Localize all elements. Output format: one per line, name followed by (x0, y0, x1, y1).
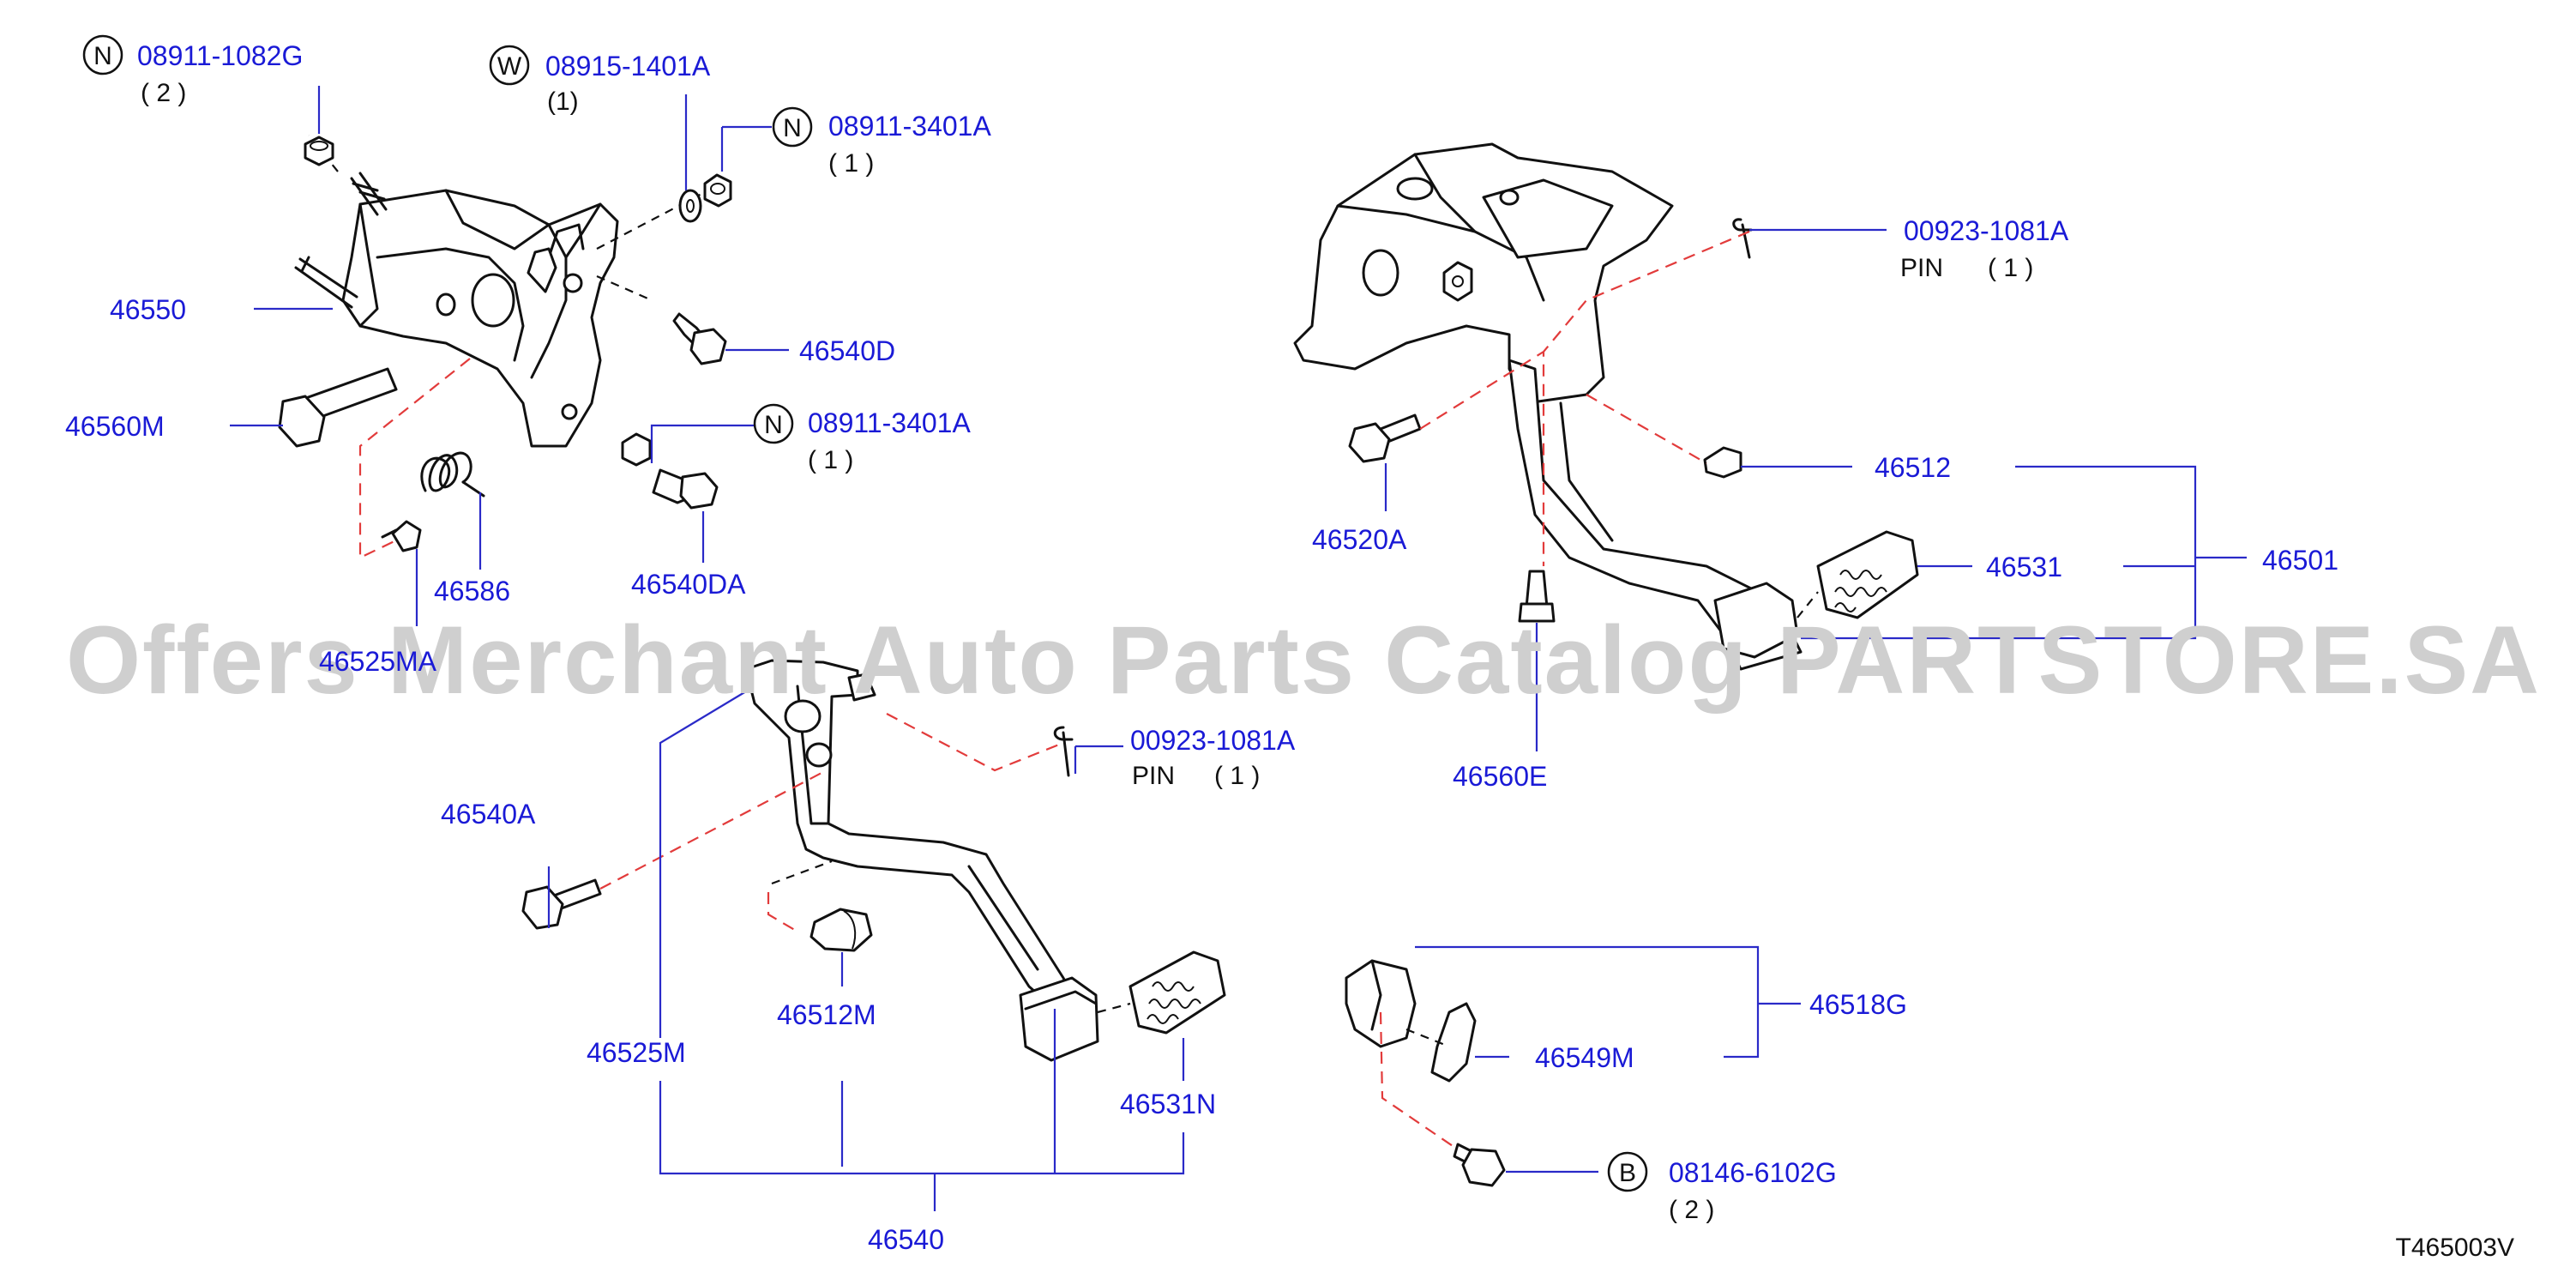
leader-lines (230, 86, 2247, 1211)
clip-46525ma (381, 520, 422, 552)
part-label-46540a[interactable]: 46540A (441, 799, 536, 830)
part-label-46512m[interactable]: 46512M (777, 999, 876, 1030)
bolt-08146-6102g (1453, 1143, 1506, 1187)
callout-n-08911-3401a-top[interactable]: N 08911-3401A ( 1 ) (772, 106, 991, 178)
quantity: (1) (547, 87, 579, 116)
part-label-46520a[interactable]: 46520A (1312, 524, 1407, 555)
part-label-46525m[interactable]: 46525M (587, 1037, 686, 1068)
diagram-code: T465003V (2396, 1234, 2514, 1262)
part-label-46540da[interactable]: 46540DA (631, 569, 746, 600)
bolt-46540a (521, 878, 602, 930)
part-label-46586[interactable]: 46586 (434, 576, 510, 606)
part-label-46540[interactable]: 46540 (868, 1224, 944, 1255)
callout-letter: W (497, 52, 522, 81)
axis-line-left (358, 358, 471, 559)
pin-label: PIN (1900, 254, 1943, 282)
part-label-46540d[interactable]: 46540D (799, 335, 895, 366)
part-number-00923-1081a[interactable]: 00923-1081A (1130, 725, 1296, 756)
bolt-46520a (1348, 413, 1422, 463)
part-label-46550[interactable]: 46550 (110, 294, 186, 325)
bolt-46560e (1518, 570, 1556, 623)
pin-label: PIN (1132, 762, 1175, 790)
stopper-46512m (810, 908, 873, 952)
part-label-46560m[interactable]: 46560M (65, 411, 165, 442)
callout-b-08146-6102g[interactable]: B 08146-6102G ( 2 ) (1607, 1151, 1837, 1224)
spring-46586 (420, 451, 485, 498)
part-label-46501[interactable]: 46501 (2262, 545, 2338, 576)
axis-line-center (599, 713, 1064, 932)
part-number-00923-1081a[interactable]: 00923-1081A (1904, 215, 2069, 246)
callout-n-08911-3401a-mid[interactable]: N 08911-3401A ( 1 ) (753, 403, 971, 474)
part-number-08911-3401a[interactable]: 08911-3401A (808, 407, 971, 438)
callout-letter: N (783, 114, 802, 142)
nut-08911-3401a-top (703, 173, 732, 208)
callout-n-08911-1082g[interactable]: N 08911-1082G ( 2 ) (82, 34, 303, 107)
part-label-46560e[interactable]: 46560E (1453, 761, 1547, 792)
part-label-46531n[interactable]: 46531N (1120, 1089, 1216, 1119)
quantity: ( 2 ) (141, 79, 186, 107)
part-number-08911-3401a[interactable]: 08911-3401A (828, 111, 991, 142)
part-label-46512[interactable]: 46512 (1875, 452, 1951, 483)
watermark: Offers Merchant Auto Parts Catalog PARTS… (66, 606, 2541, 714)
washer-08915-1401a (678, 189, 702, 223)
nut-08911-3401a-mid (621, 432, 652, 467)
bolt-46540da (652, 468, 719, 510)
callout-pin-center[interactable]: 00923-1081A PIN ( 1 ) (1130, 725, 1296, 790)
axis-line-right (1419, 230, 1750, 566)
nut-08911-1082g (304, 136, 334, 166)
pedal-pad-46531n (1097, 950, 1226, 1035)
part-number-08915-1401a[interactable]: 08915-1401A (545, 51, 711, 81)
bolt-46540d (672, 312, 727, 365)
callout-pin-right[interactable]: 00923-1081A PIN ( 1 ) (1900, 215, 2069, 282)
part-label-46549m[interactable]: 46549M (1535, 1042, 1634, 1073)
part-labels: 46550 46540D 46560M 46586 46540DA 46525M… (65, 294, 2338, 1255)
pedal-46540 (744, 659, 1099, 1062)
callout-letter: N (93, 42, 112, 70)
bolt-46560m (278, 367, 398, 448)
bracket-assembly-left (294, 135, 704, 448)
quantity: ( 1 ) (828, 149, 874, 178)
pin-right (1732, 218, 1753, 259)
callout-w-08915-1401a[interactable]: W 08915-1401A (1) (489, 45, 711, 116)
part-label-46518g[interactable]: 46518G (1809, 989, 1907, 1020)
pedal-assembly-46501 (1293, 142, 1919, 671)
part-number-08146-6102g[interactable]: 08146-6102G (1669, 1157, 1837, 1188)
pin-center (1053, 726, 1074, 777)
part-label-46525ma[interactable]: 46525MA (319, 646, 437, 677)
quantity: ( 1 ) (808, 446, 853, 474)
part-number-08911-1082g[interactable]: 08911-1082G (137, 40, 303, 71)
quantity: ( 1 ) (1214, 762, 1260, 790)
callout-letter: B (1619, 1159, 1636, 1187)
quantity: ( 1 ) (1988, 254, 2033, 282)
stopper-46512 (1703, 446, 1742, 479)
callout-letter: N (764, 411, 783, 439)
part-label-46531[interactable]: 46531 (1986, 552, 2062, 582)
switch-46518g (1345, 959, 1477, 1150)
quantity: ( 2 ) (1669, 1196, 1714, 1224)
hidden-line-center (771, 860, 833, 885)
